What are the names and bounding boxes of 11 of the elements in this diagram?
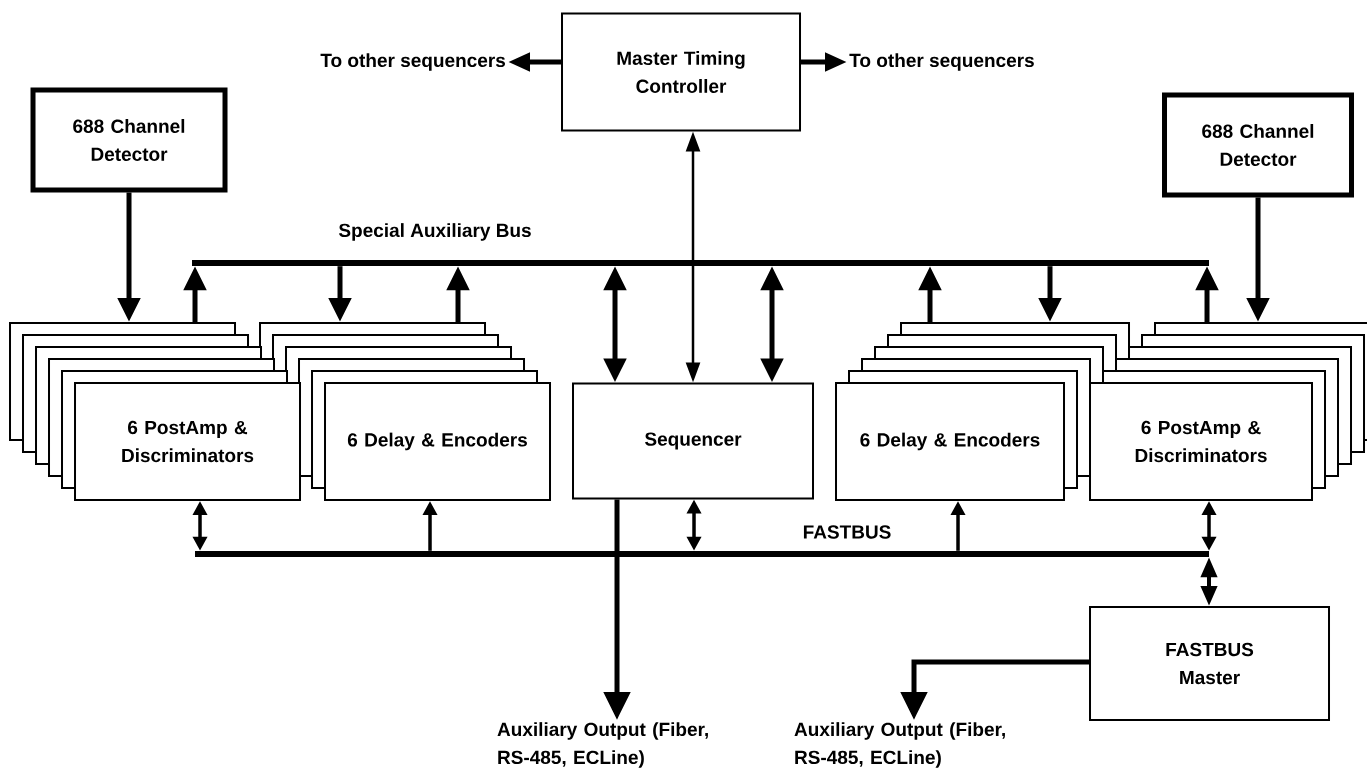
text-label: Auxiliary Output (Fiber, RS-485, ECLine) bbox=[497, 722, 708, 768]
text-label: To other sequencers bbox=[849, 53, 1034, 71]
bus-label: FASTBUS bbox=[803, 525, 891, 539]
process-box: FASTBUS Master bbox=[1089, 606, 1330, 721]
process-box: Master Timing Controller bbox=[561, 12, 801, 132]
detector-box: 688 Channel Detector bbox=[1162, 92, 1354, 198]
text-label: To other sequencers bbox=[320, 53, 505, 71]
detector-box: 688 Channel Detector bbox=[30, 87, 228, 193]
bus-label: Special Auxiliary Bus bbox=[338, 223, 531, 241]
text-label: Auxiliary Output (Fiber, RS-485, ECLine) bbox=[794, 722, 1005, 768]
process-box: Sequencer bbox=[572, 382, 814, 500]
